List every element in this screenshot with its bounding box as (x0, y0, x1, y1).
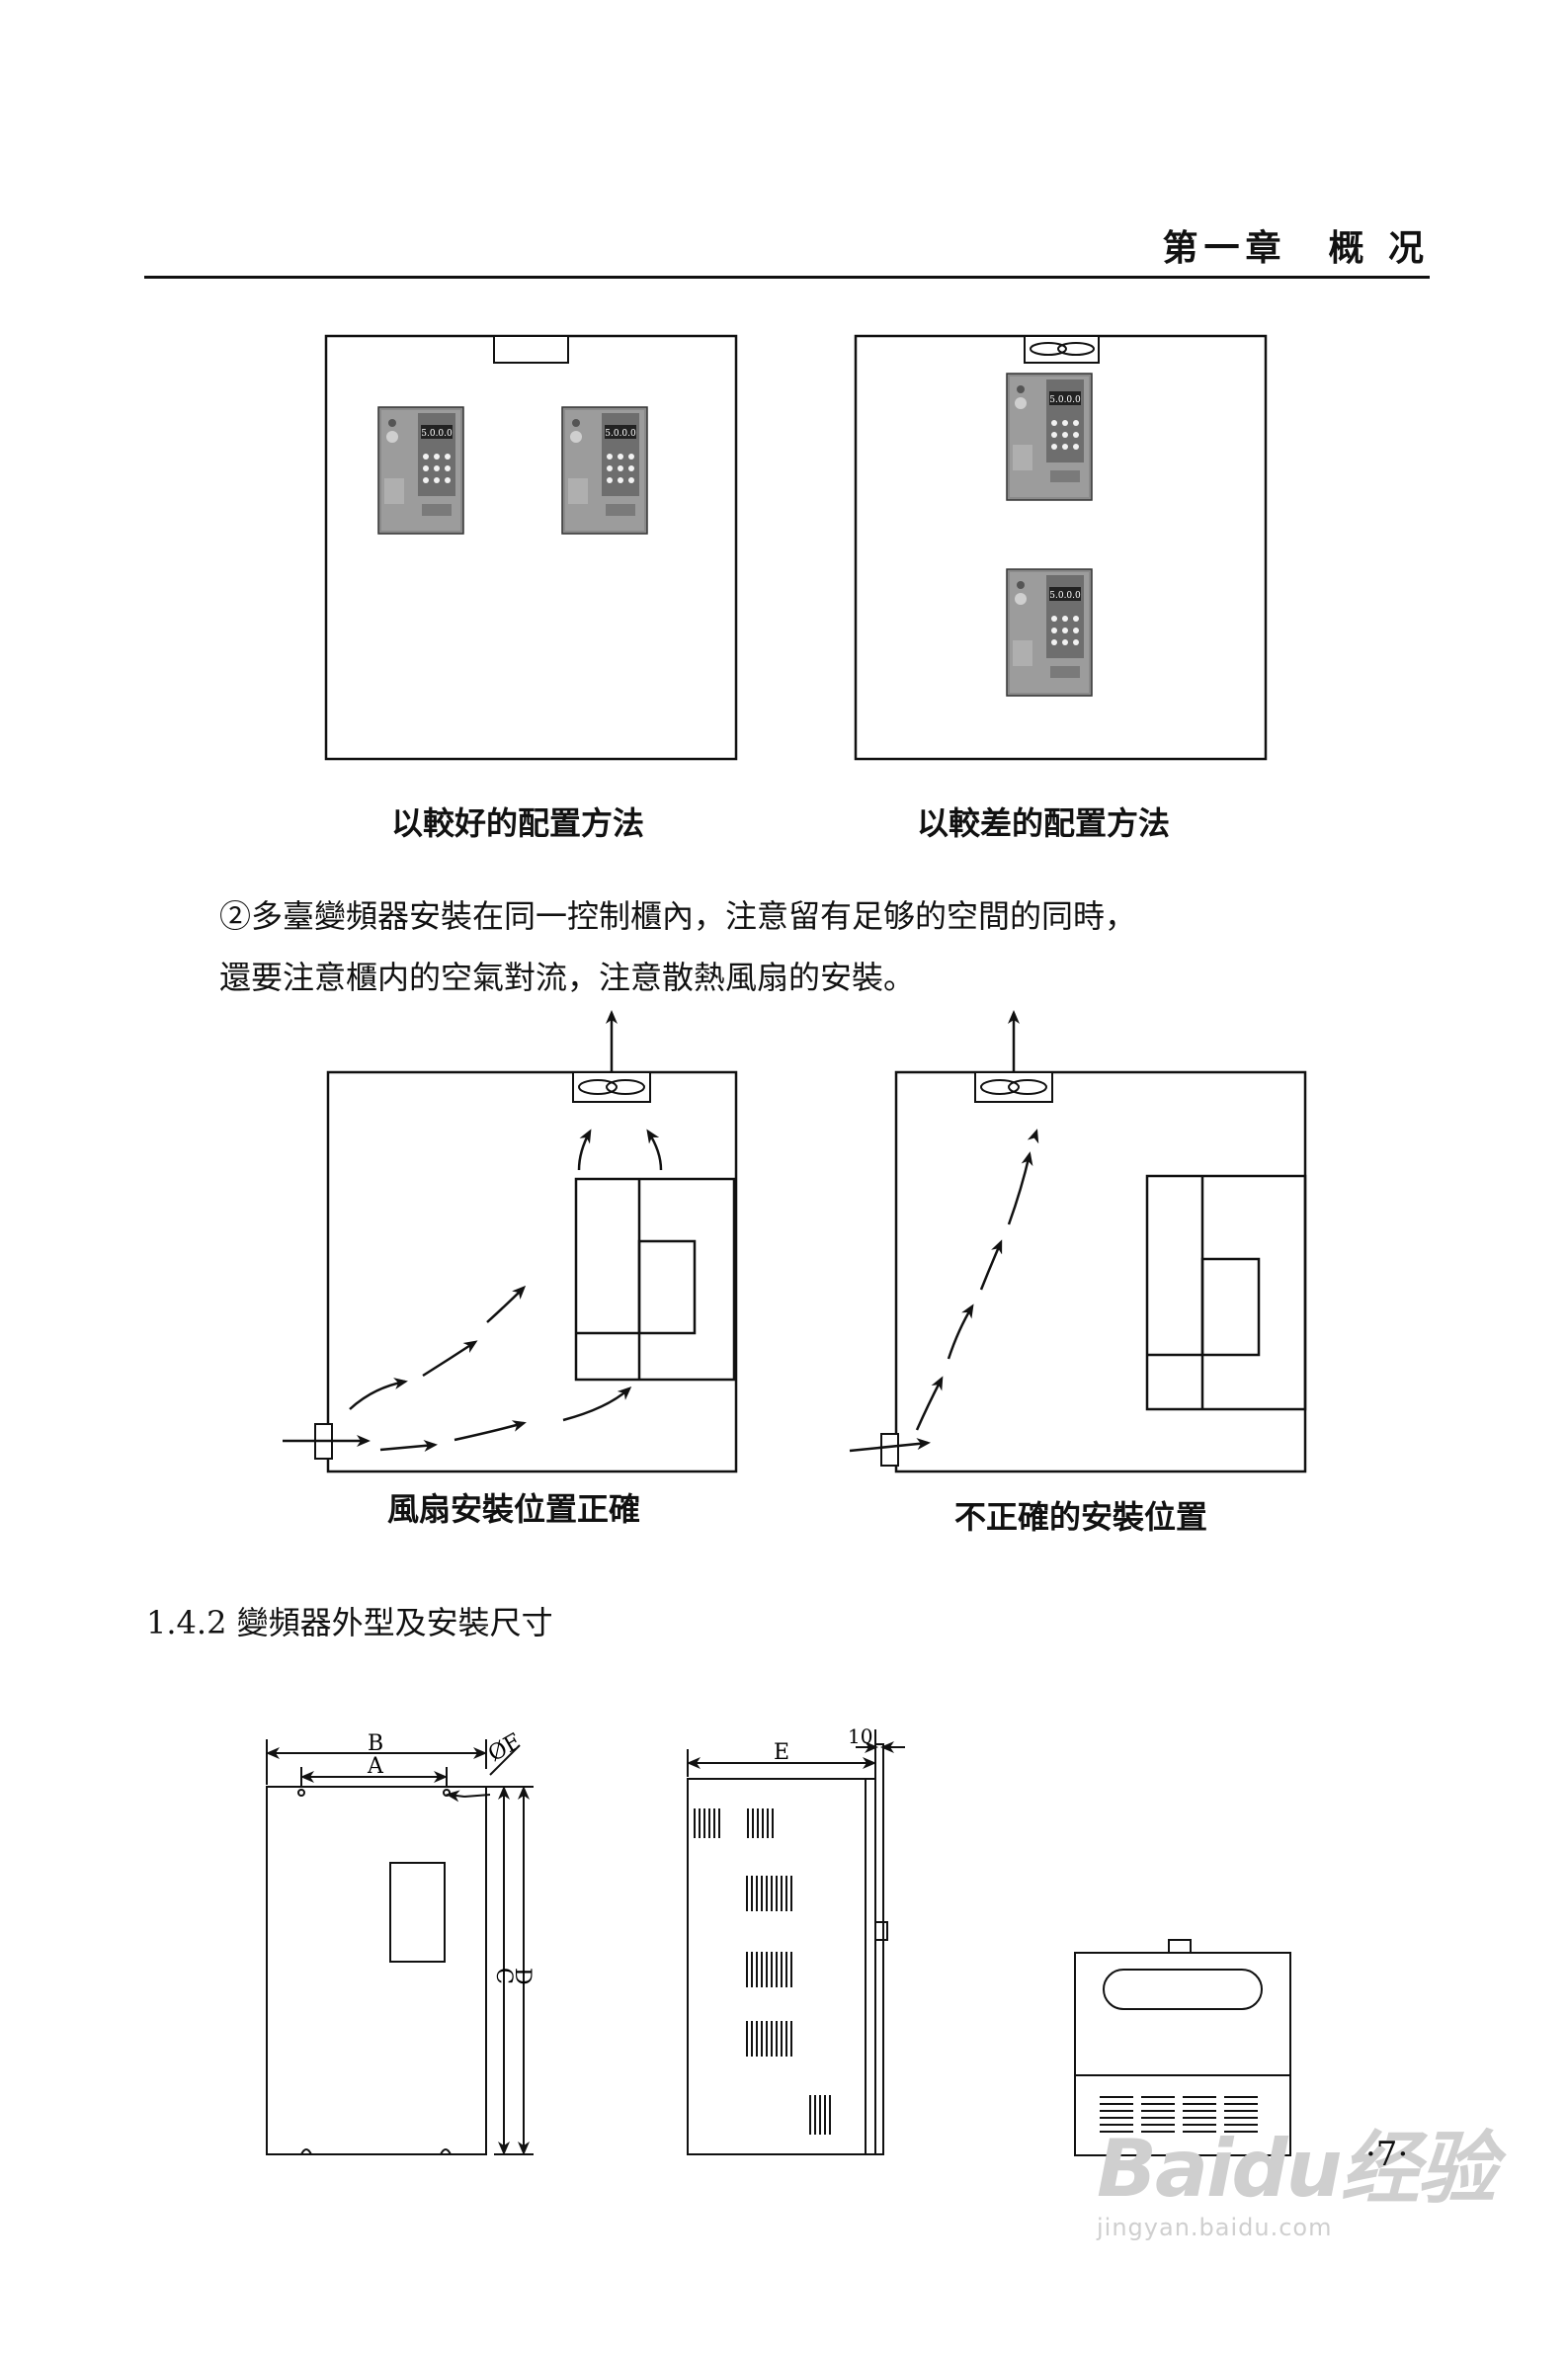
header-rule (144, 276, 1430, 279)
dim-e-label: E (774, 1740, 789, 1765)
watermark: Baidu经验 jingyan.baidu.com (1097, 2105, 1497, 2241)
caption-bad-config: 以較差的配置方法 (917, 804, 1171, 842)
cabinet-good (324, 334, 738, 761)
inverter-right-bottom (1006, 568, 1093, 697)
inverter-outline-right (1145, 1174, 1307, 1411)
caption-good-config: 以較好的配置方法 (391, 804, 645, 842)
dim-b-label: B (368, 1731, 383, 1756)
airflow-cabinet-bad (894, 1070, 1307, 1473)
inverter-outline-left (574, 1177, 736, 1382)
caption-fan-incorrect: 不正確的安裝位置 (954, 1498, 1208, 1536)
watermark-logo: Baidu经验 (1097, 2123, 1497, 2215)
dim-a-label: A (367, 1754, 384, 1779)
page-number: ·7· (1365, 2135, 1409, 2174)
dim-d-label: D (510, 1968, 535, 1985)
dim-10-label: 10 (848, 1724, 872, 1748)
caption-fan-correct: 風扇安裝位置正確 (387, 1490, 641, 1528)
inverter-left-b (561, 406, 648, 535)
dim-c-label: C (491, 1968, 516, 1984)
dim-f-label: ØF (484, 1729, 525, 1767)
chapter-header: 第一章 概 况 (1162, 227, 1430, 269)
airflow-cabinet-good (326, 1070, 738, 1473)
paragraph-line-1: ②多臺變頻器安裝在同一控制櫃內，注意留有足够的空間的同時， (219, 897, 1137, 935)
watermark-url: jingyan.baidu.com (1097, 2214, 1333, 2241)
inverter-right-top (1006, 373, 1093, 501)
front-view (266, 1786, 487, 2155)
section-title: 1.4.2 變頻器外型及安裝尺寸 (146, 1604, 553, 1641)
inverter-left-a (377, 406, 464, 535)
paragraph-line-2: 還要注意櫃内的空氣對流，注意散熱風扇的安裝。 (219, 959, 916, 996)
